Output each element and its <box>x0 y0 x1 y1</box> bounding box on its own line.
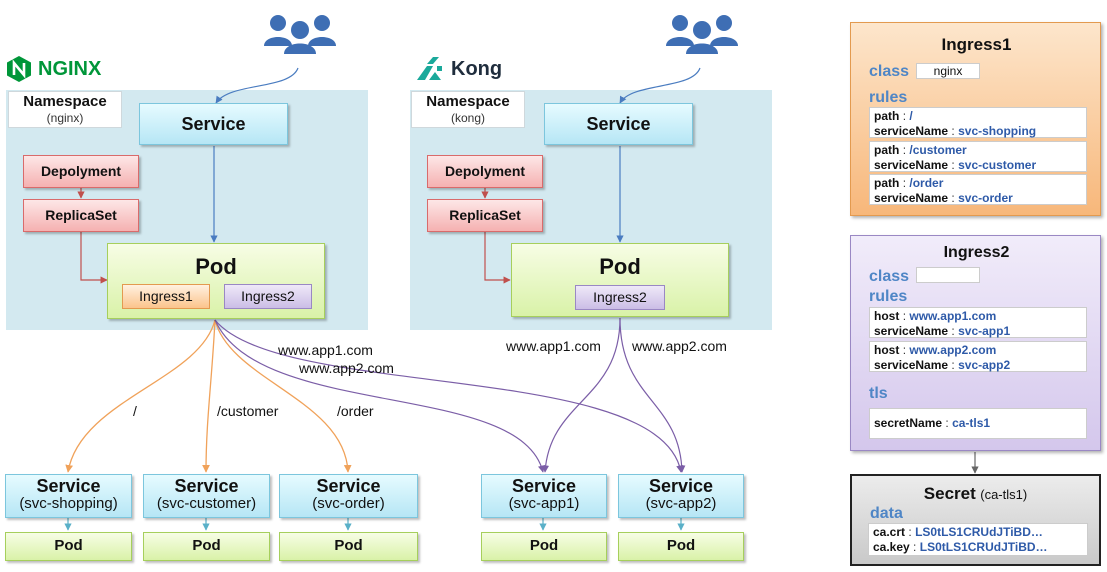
rules-label: rules <box>869 89 908 106</box>
rs-to-pod-left <box>80 232 108 284</box>
replicaset-kong[interactable]: ReplicaSet <box>427 199 543 232</box>
ingress2-panel: Ingress2 class rules host : www.app1.com… <box>850 235 1101 451</box>
service-svc-app2[interactable]: Service (svc-app2) <box>618 474 744 518</box>
route-order <box>214 319 352 473</box>
ingress2-chip-nginx[interactable]: Ingress2 <box>224 284 312 309</box>
rule-item: path : /order serviceName : svc-order <box>869 174 1087 205</box>
tls-label: tls <box>869 385 888 402</box>
nginx-brand: NGINX <box>6 56 101 82</box>
deployment-kong[interactable]: Depolyment <box>427 155 543 188</box>
rule-item: host : www.app1.com serviceName : svc-ap… <box>869 307 1087 338</box>
class-value <box>916 267 980 283</box>
service-svc-app1[interactable]: Service (svc-app1) <box>481 474 607 518</box>
secret-panel: Secret (ca-tls1) data ca.crt : LS0tLS1CR… <box>850 474 1101 566</box>
route-label-customer: /customer <box>217 403 279 419</box>
replicaset-nginx[interactable]: ReplicaSet <box>23 199 139 232</box>
users-to-service-left <box>215 67 299 104</box>
secret-title: Secret (ca-tls1) <box>923 484 1028 503</box>
tls-secret-field: secretName : ca-tls1 <box>869 408 1087 439</box>
rule-item: path : /customer serviceName : svc-custo… <box>869 141 1087 172</box>
service-svc-customer[interactable]: Service (svc-customer) <box>143 474 270 518</box>
secret-data-field: ca.crt : LS0tLS1CRUdJTiBD… ca.key : LS0t… <box>868 523 1088 556</box>
kong-brand: Kong <box>413 54 502 84</box>
users-icon <box>264 15 336 54</box>
service-svc-shopping[interactable]: Service (svc-shopping) <box>5 474 132 518</box>
route-left-app1 <box>214 319 545 473</box>
route-label-app1-left: www.app1.com <box>278 342 373 358</box>
route-right-app1 <box>541 317 621 473</box>
rs-to-pod-right <box>484 232 511 284</box>
class-value: nginx <box>916 63 980 79</box>
users-to-service-right <box>619 67 701 104</box>
route-customer <box>202 319 216 473</box>
ingress1-chip[interactable]: Ingress1 <box>122 284 210 309</box>
service-nginx[interactable]: Service <box>139 103 288 145</box>
pod-svc-order[interactable]: Pod <box>279 532 418 561</box>
route-right-app2 <box>619 317 686 473</box>
ingress1-panel: Ingress1 class nginx rules path : / serv… <box>850 22 1101 216</box>
pod-svc-shopping[interactable]: Pod <box>5 532 132 561</box>
kong-label: Kong <box>451 57 503 80</box>
pod-svc-customer[interactable]: Pod <box>143 532 270 561</box>
ingress2-chip-kong[interactable]: Ingress2 <box>575 285 665 310</box>
ingress2-title: Ingress2 <box>943 244 1010 261</box>
rules-label: rules <box>869 288 908 305</box>
service-kong[interactable]: Service <box>544 103 693 145</box>
namespace-label-kong: Namespace (kong) <box>411 91 525 128</box>
data-label: data <box>870 505 903 522</box>
route-label-app2-left: www.app2.com <box>299 360 394 376</box>
pod-svc-app2[interactable]: Pod <box>618 532 744 561</box>
service-svc-order[interactable]: Service (svc-order) <box>279 474 418 518</box>
route-left-app2 <box>214 319 684 473</box>
class-label: class <box>869 268 910 285</box>
route-root <box>65 319 216 473</box>
rule-item: host : www.app2.com serviceName : svc-ap… <box>869 341 1087 372</box>
class-label: class <box>869 63 910 80</box>
nginx-label: NGINX <box>38 57 102 80</box>
route-label-order: /order <box>337 403 374 419</box>
route-label-app2-right: www.app2.com <box>632 338 727 354</box>
deployment-nginx[interactable]: Depolyment <box>23 155 139 188</box>
ingress1-title: Ingress1 <box>941 35 1012 54</box>
pod-label: Pod <box>599 254 641 279</box>
kong-logo-icon <box>417 57 442 80</box>
nginx-logo-icon <box>7 56 31 82</box>
rule-item: path : / serviceName : svc-shopping <box>869 107 1087 138</box>
users-icon <box>666 15 738 54</box>
pod-svc-app1[interactable]: Pod <box>481 532 607 561</box>
route-label-app1-right: www.app1.com <box>506 338 601 354</box>
pod-label: Pod <box>195 254 237 279</box>
namespace-label-nginx: Namespace (nginx) <box>8 91 122 128</box>
route-label-root: / <box>133 403 137 419</box>
